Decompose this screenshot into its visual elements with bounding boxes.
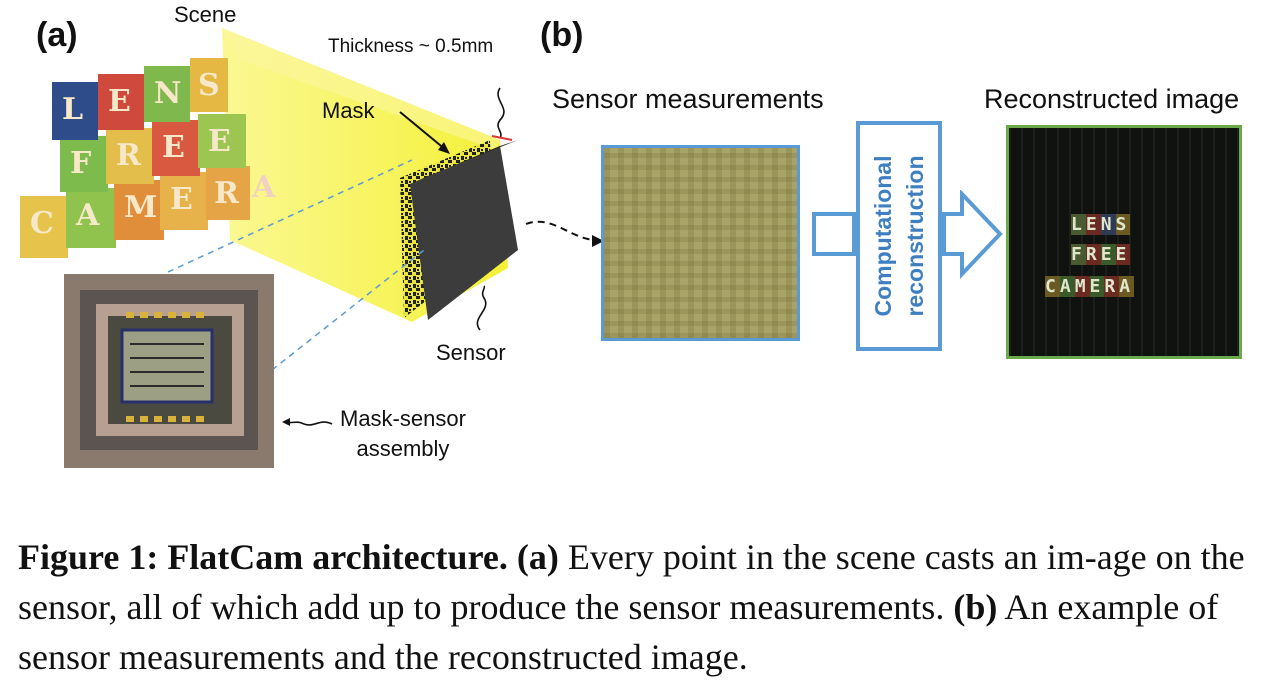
panel-b-label: (b)	[540, 16, 584, 54]
sensor-block	[410, 146, 518, 320]
recon-letter: R	[1085, 244, 1101, 265]
recon-letter: E	[1115, 244, 1131, 265]
assembly-label-line1: Mask-sensor	[340, 406, 466, 431]
block-letter: E	[108, 84, 131, 119]
caption-part-b-label: (b)	[953, 587, 998, 627]
block-letter: R	[214, 176, 239, 211]
recon-letter: A	[1059, 276, 1075, 297]
block-letter: L	[62, 92, 84, 127]
computational-reconstruction-box: Computational reconstruction	[856, 121, 942, 351]
block-letter: N	[154, 76, 182, 111]
block-letter: F	[70, 146, 92, 181]
process-line1: Computational	[870, 155, 896, 317]
sensor-measurements-label: Sensor measurements	[552, 84, 824, 114]
recon-letter: E	[1085, 214, 1101, 235]
block-letter: E	[208, 124, 231, 159]
block-letter: C	[30, 206, 54, 241]
block-letter: M	[124, 190, 158, 225]
recon-letter: E	[1100, 244, 1116, 265]
block-letter: A	[252, 170, 276, 205]
block-letter: E	[170, 182, 193, 217]
block-letter: E	[162, 130, 185, 165]
block-letter: S	[198, 68, 220, 103]
scene-blocks	[20, 58, 250, 258]
caption-title: FlatCam architecture.	[167, 537, 508, 577]
recon-letter: F	[1071, 244, 1086, 265]
panel-a-label: (a)	[36, 16, 78, 54]
caption-part-b-text: An example of sensor measurements and th…	[18, 587, 1219, 677]
recon-letter: M	[1074, 276, 1090, 297]
process-line2: reconstruction	[902, 155, 928, 317]
assembly-label: Mask-sensor assembly	[340, 406, 466, 462]
reconstructed-image: LENS FREE CAMERA	[1006, 125, 1242, 359]
block-letter: R	[116, 138, 141, 173]
block-letter: A	[76, 198, 100, 233]
recon-row2: FREE	[1071, 242, 1131, 268]
recon-row1: LENS	[1071, 212, 1131, 238]
thickness-label: Thickness ~ 0.5mm	[328, 36, 494, 57]
caption-figure-number: Figure 1:	[18, 537, 159, 577]
dashed-arrow	[525, 220, 604, 247]
sensor-label: Sensor	[436, 340, 506, 365]
caption-part-a-label: (a)	[516, 537, 559, 577]
caption-part-a-text: Every point in the scene casts an im-age…	[18, 537, 1245, 627]
figure-caption: Figure 1: FlatCam architecture. (a) Ever…	[18, 532, 1280, 682]
recon-letter: L	[1071, 214, 1086, 235]
recon-letter: N	[1100, 214, 1116, 235]
mask-sensor-chip-photo	[64, 274, 274, 468]
recon-row3: CAMERA	[1045, 276, 1135, 297]
recon-letter: E	[1089, 276, 1105, 297]
mask-label: Mask	[322, 98, 375, 123]
light-beam-top	[222, 28, 500, 150]
recon-letter: A	[1119, 276, 1135, 297]
assembly-label-line2: assembly	[356, 436, 450, 461]
reconstructed-image-label: Reconstructed image	[984, 84, 1240, 114]
scene-label: Scene	[174, 2, 237, 27]
flatcam-illustration	[20, 28, 518, 468]
sensor-measurements-image	[601, 145, 800, 341]
recon-letter: C	[1045, 276, 1060, 297]
recon-letter: S	[1115, 214, 1131, 235]
recon-letter: R	[1104, 276, 1120, 297]
process-arrows	[812, 190, 1003, 280]
